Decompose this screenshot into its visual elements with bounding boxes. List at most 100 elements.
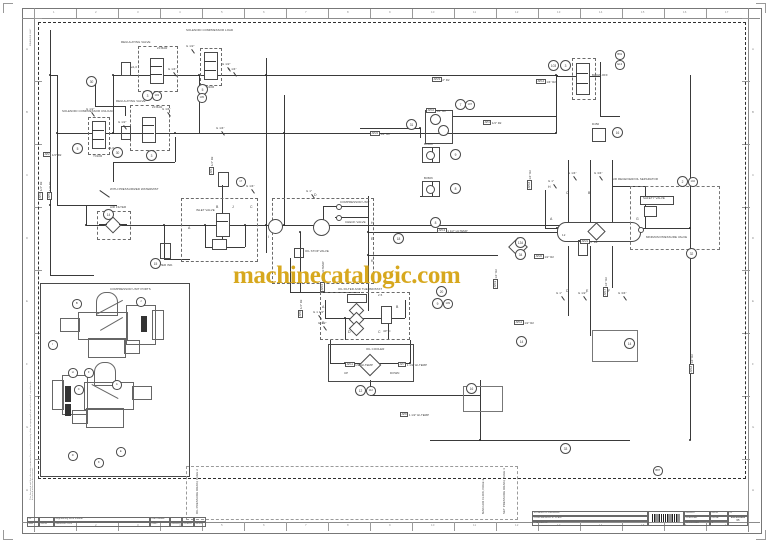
ruler-tick [34, 18, 42, 19]
balloon-8[interactable]: 8 [450, 183, 461, 194]
port-size-callout: G 3/4" [594, 171, 603, 175]
tb-field-drawn-label: DRAWN [684, 511, 710, 516]
pipe-tag-size: 2" R2 [442, 77, 450, 82]
port-size-callout: G 1/2" [578, 291, 587, 295]
detail-port-B[interactable]: B [72, 299, 82, 309]
detail-port-C[interactable]: C [74, 385, 84, 395]
detail-port-F[interactable]: F [84, 368, 94, 378]
port-letter-G: G [636, 217, 639, 221]
balloon-30a[interactable]: 30 [86, 76, 97, 87]
balloon-5b[interactable]: 5 [72, 143, 83, 154]
junction-dot [554, 73, 558, 77]
balloon-3b[interactable]: 3 [146, 150, 157, 161]
detail-port-E[interactable]: E [116, 447, 126, 457]
balloon-109[interactable]: 109 [443, 299, 453, 309]
balloon-18[interactable]: 18 [393, 233, 404, 244]
sensor-b3668-code: B3668 [424, 142, 433, 146]
ruler-tick [370, 522, 371, 531]
pipe-tag-size: 2" R2 [590, 239, 598, 244]
rev-hdr-check: CHECK [182, 522, 194, 527]
detail-port-D[interactable]: D [68, 451, 78, 461]
pipe-tag-code: AP23 [432, 77, 442, 82]
junction-dot [111, 131, 115, 135]
port-letter-E: E [322, 321, 325, 325]
min-pressure-valve-icon [638, 227, 644, 233]
pipe-tag-size: 1/4" R2 [38, 181, 43, 192]
check-valve-icon-1 [336, 204, 342, 210]
ruler-row-E: E [26, 298, 29, 303]
detail-port-A[interactable]: A [112, 380, 122, 390]
balloon-34[interactable]: 34 [515, 249, 526, 260]
junction-dot [688, 438, 692, 442]
regulating-valve-mid-symbol [142, 117, 156, 143]
port-size-callout: G 1/4" [216, 126, 225, 130]
junction-dot [688, 226, 692, 230]
port-letter-A: A [550, 217, 553, 221]
balloon-12[interactable]: 12 [355, 385, 366, 396]
transducer-pair-boundary [425, 110, 453, 144]
balloon-17[interactable]: 17 [236, 177, 246, 187]
balloon-30b[interactable]: 30 [112, 147, 123, 158]
pipe-tag-size: 1 1/2" HI-TEMP [406, 362, 428, 367]
ruler-col-5: 5 [221, 10, 223, 14]
port-size-callout: G 1/2" [118, 120, 127, 124]
balloon-8b[interactable]: 8 [430, 217, 441, 228]
ruler-tick [370, 9, 371, 18]
balloon-103a[interactable]: 103 [152, 91, 162, 101]
detail-port-J[interactable]: J [136, 297, 146, 307]
port-letter-A: A [188, 226, 191, 230]
sensor-b3666-boundary [422, 181, 440, 197]
ruler-row-right-C: C [752, 172, 755, 177]
component-16-boundary [463, 386, 503, 412]
rev-hdr-appr: APPR. [194, 522, 206, 527]
tb-barcode-cell [648, 511, 684, 526]
pipe-tag-size: 1/4" R2 [436, 108, 446, 113]
thermostatic-bypass-symbol [381, 306, 392, 324]
balloon-10[interactable]: 16 [612, 127, 623, 138]
detail-port-I[interactable]: I [48, 340, 58, 350]
ruler-col-11: 11 [473, 10, 477, 14]
balloon-9a[interactable]: 9 [450, 149, 461, 160]
safety-valve-symbol [644, 206, 657, 217]
balloon-107[interactable]: 107 [465, 100, 475, 110]
ruler-tick [664, 522, 665, 531]
balloon-20[interactable]: 20 [436, 286, 447, 297]
balloon-14c[interactable]: 14 [624, 338, 635, 349]
balloon-B87[interactable]: B87 [653, 466, 663, 476]
oil-cooler-label: OIL COOLER [366, 347, 385, 351]
balloon-103b[interactable]: 103 [548, 60, 559, 71]
pipe-tag-size: 1/4" R2 [689, 354, 694, 364]
ruler-col-bottom-8: 8 [347, 523, 349, 527]
balloon-3c[interactable]: 3 [560, 60, 571, 71]
balloon-14a[interactable]: 14 [103, 209, 114, 220]
detail-port-K[interactable]: K [94, 458, 104, 468]
solenoid-unload-boundary [88, 117, 110, 155]
pipe-tag-size: 1/4" R2 [51, 152, 62, 157]
balloon-105a[interactable]: 105 [197, 93, 207, 103]
ruler-tick [76, 9, 77, 18]
balloon-14b[interactable]: 14 [516, 336, 527, 347]
safety-valve-titlebox [640, 196, 674, 205]
balloon-2[interactable]: 2 [677, 176, 688, 187]
detail-port-H[interactable]: H [68, 368, 78, 378]
drain-valve-symbol [592, 128, 606, 142]
pipe-tag-size: 1 1/2" HI-TEMP [408, 412, 430, 417]
balloon-102[interactable]: 102 [688, 177, 698, 187]
balloon-9b[interactable]: 9 [432, 298, 443, 309]
balloon-15[interactable]: 15 [150, 258, 161, 269]
pipe-tag-code: AP13 [437, 228, 447, 233]
balloon-EL3[interactable]: EL3 [615, 60, 625, 70]
balloon-16[interactable]: 16 [466, 383, 477, 394]
balloon-33[interactable]: 33 [560, 443, 571, 454]
balloon-B91[interactable]: B91 [615, 50, 625, 60]
balloon-134[interactable]: 134 [515, 237, 526, 248]
balloon-31[interactable]: 31 [406, 119, 417, 130]
balloon-32[interactable]: 32 [686, 248, 697, 259]
balloon-112[interactable]: 112 [366, 386, 376, 396]
